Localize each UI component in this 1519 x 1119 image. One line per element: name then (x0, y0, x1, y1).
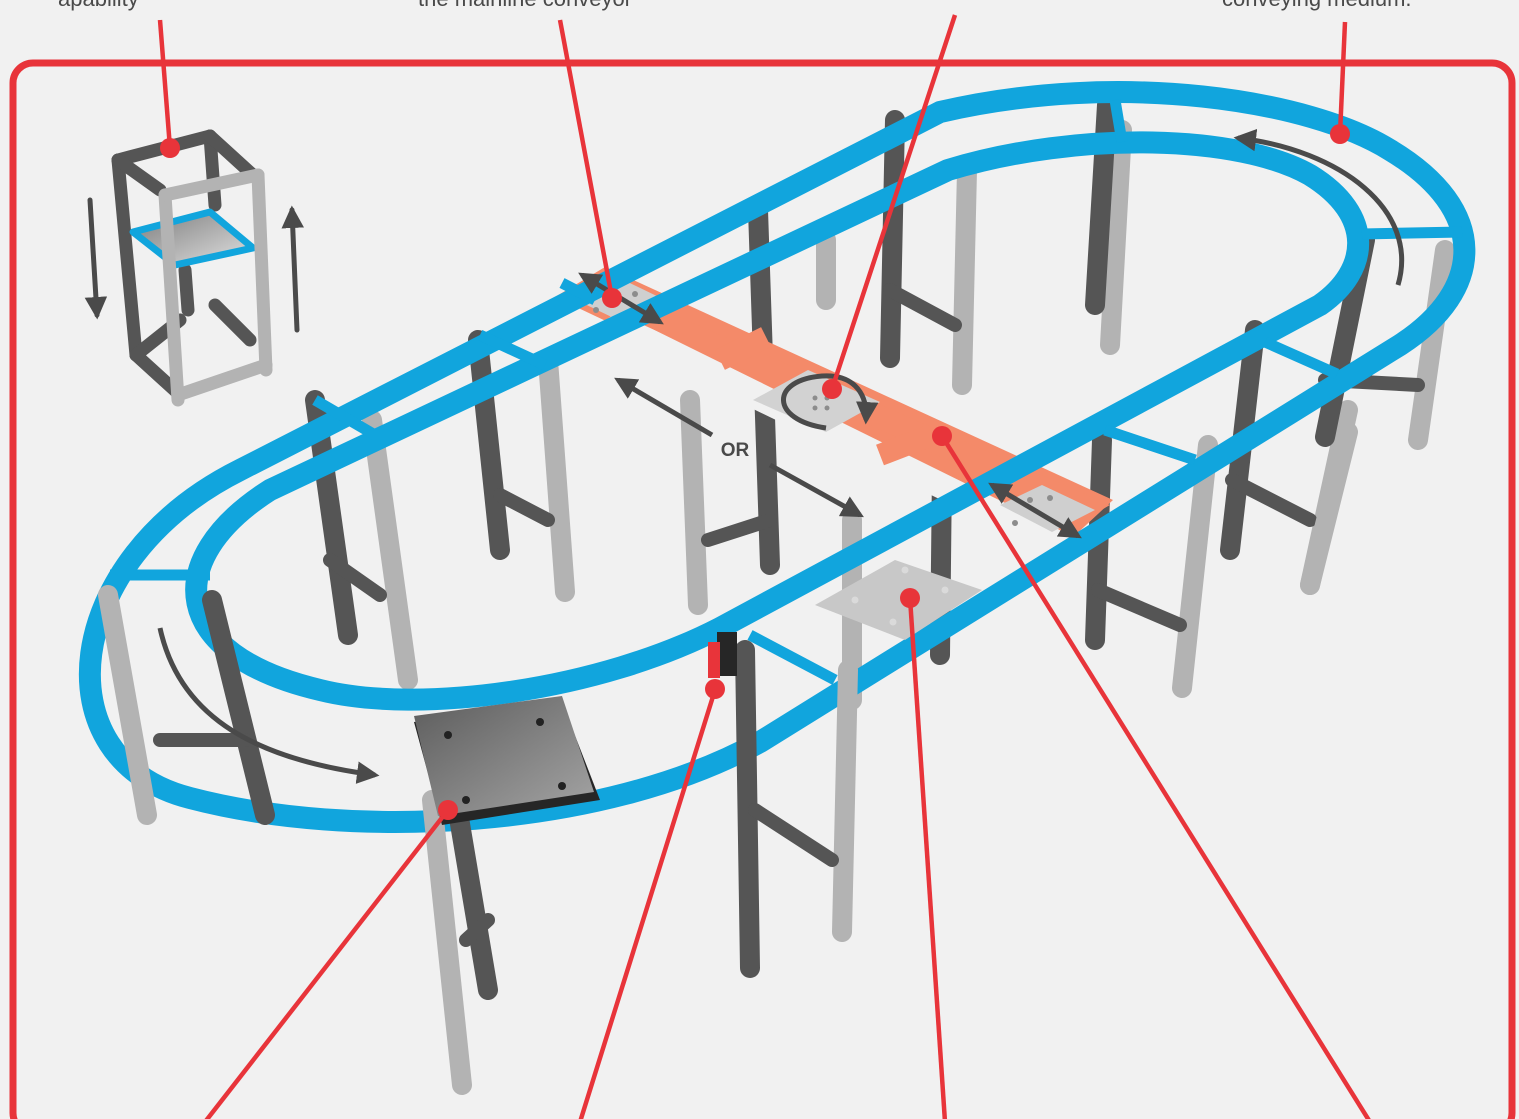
elevator-lift-icon (90, 136, 297, 400)
mainline-conveyor (90, 92, 1465, 822)
or-label: OR (721, 440, 750, 461)
